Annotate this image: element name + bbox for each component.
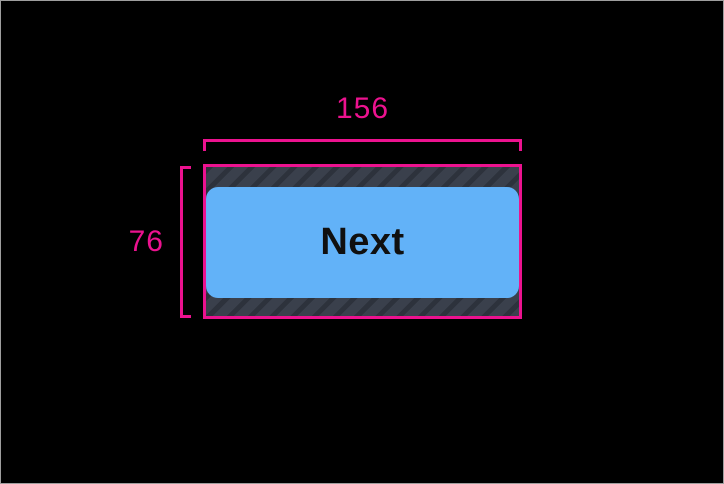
width-dimension-line [203,139,522,151]
height-dimension-label: 76 [128,225,164,258]
next-button-label: Next [320,221,405,263]
next-button[interactable]: Next [206,187,519,298]
height-dimension-line [180,166,191,318]
width-dimension-label: 156 [335,92,390,125]
touch-target-region: Next [203,164,522,319]
